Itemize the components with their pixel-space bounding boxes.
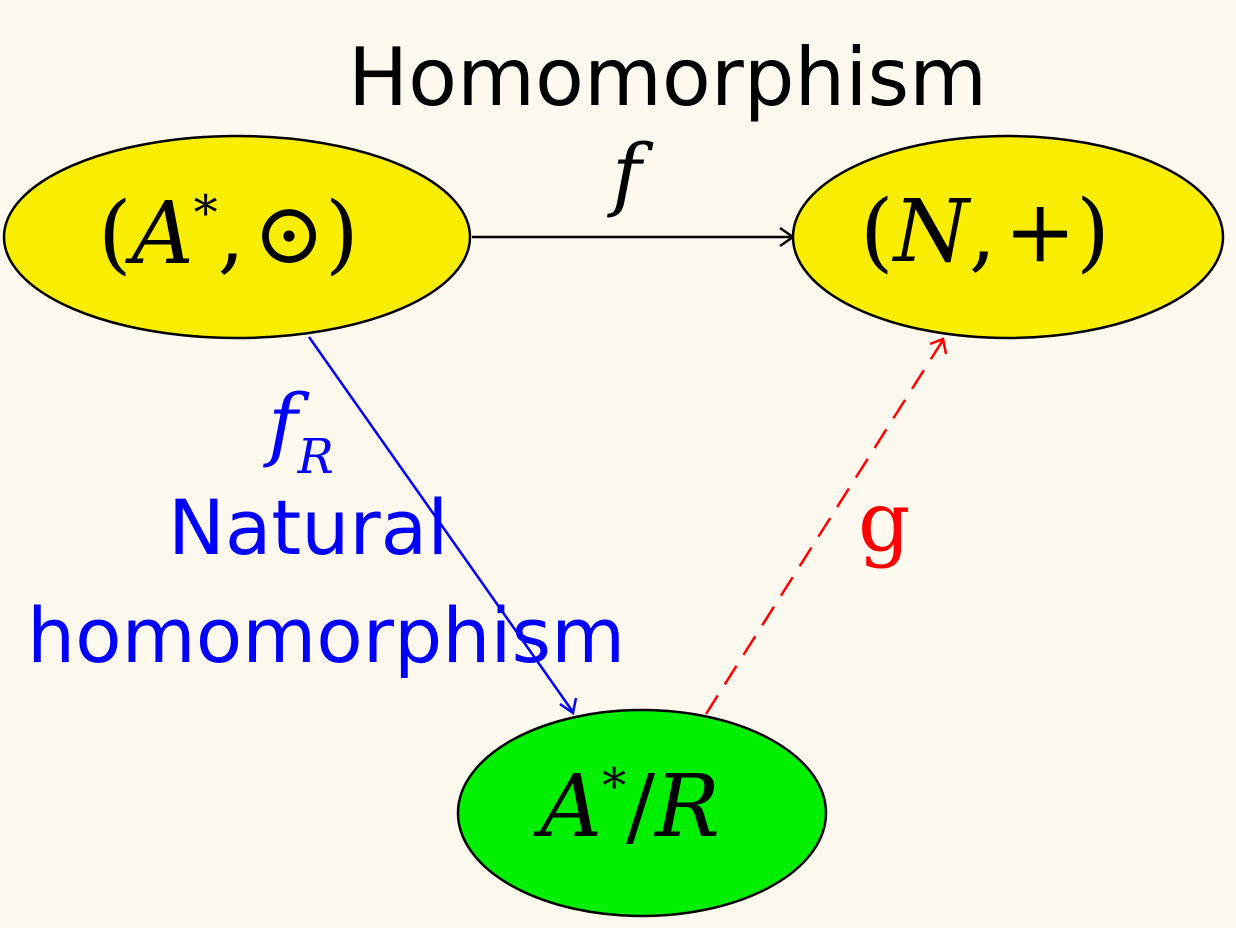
- node-quotient-ellipse: [456, 708, 828, 918]
- edge-f-label: f: [612, 127, 642, 220]
- node-monoid-ellipse: [2, 134, 472, 340]
- edge-g-label: g: [858, 475, 911, 570]
- naturals-close-paren: ): [1076, 182, 1110, 282]
- diagram-title: Homomorphism: [348, 31, 988, 124]
- naturals-base: N: [893, 182, 969, 282]
- monoid-close-paren: ): [325, 184, 359, 284]
- quotient-slash: /: [626, 757, 656, 857]
- monoid-odot: ⊙: [253, 184, 326, 284]
- fR-subscript: R: [297, 429, 334, 485]
- monoid-comma: ,: [217, 184, 246, 284]
- edge-fR-label: fR: [268, 384, 334, 482]
- quotient-rel: R: [655, 757, 720, 857]
- naturals-plus: +: [1004, 182, 1077, 282]
- quotient-star: *: [602, 758, 627, 814]
- monoid-base: A: [131, 184, 194, 284]
- node-quotient-label: A*/R: [540, 762, 720, 850]
- edge-g-arrowhead: [929, 337, 948, 355]
- edge-fR-caption-line2: homomorphism: [27, 591, 626, 680]
- monoid-star: *: [193, 185, 218, 241]
- edge-fR-arrowhead: [559, 697, 578, 716]
- edge-g-line: [704, 339, 945, 715]
- node-naturals-label: (N,+): [860, 189, 1110, 275]
- edge-fR-caption-line1: Natural: [168, 483, 449, 572]
- naturals-open-paren: (: [860, 182, 894, 282]
- monoid-open-paren: (: [98, 184, 132, 284]
- fR-base: f: [268, 377, 298, 470]
- quotient-base: A: [540, 757, 603, 857]
- node-monoid-label: (A*,⊙): [98, 189, 359, 277]
- node-naturals-ellipse: [791, 134, 1225, 340]
- edge-fR-line: [307, 336, 575, 713]
- naturals-comma: ,: [968, 182, 997, 282]
